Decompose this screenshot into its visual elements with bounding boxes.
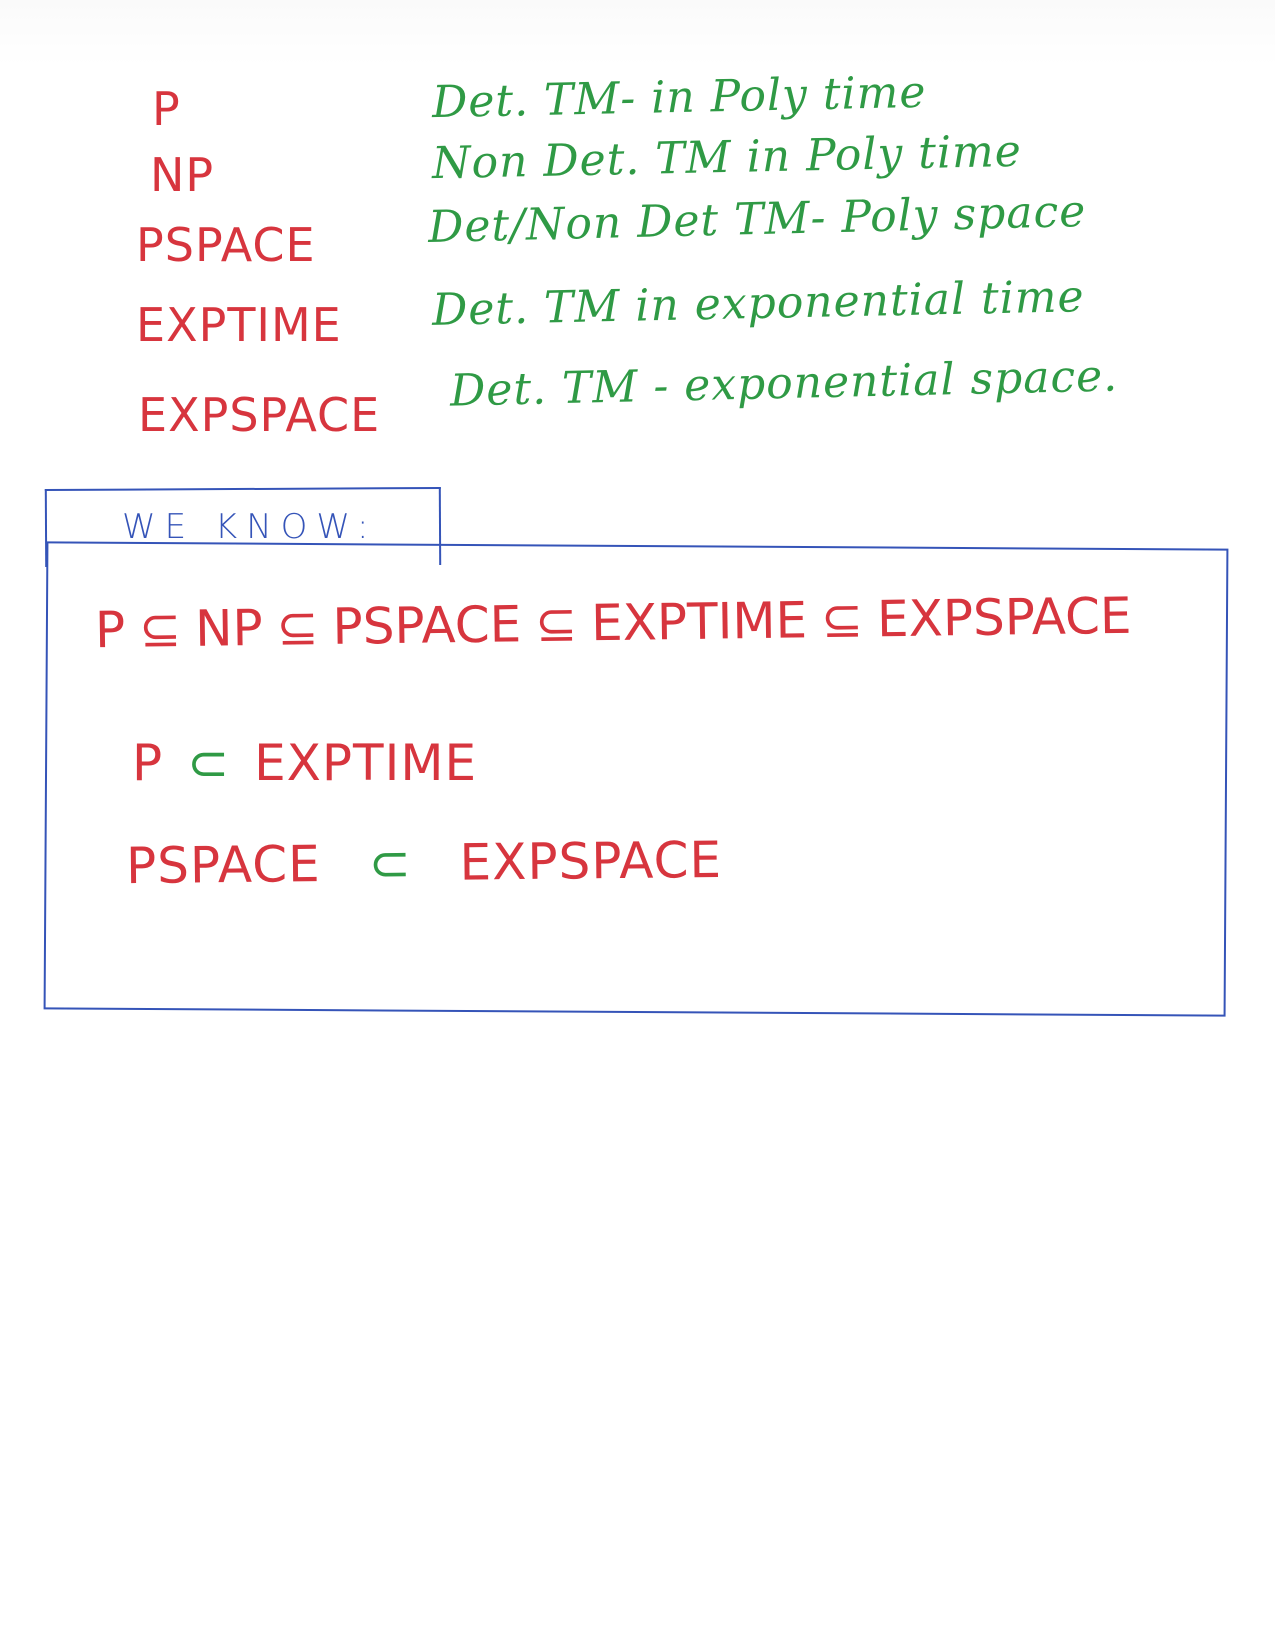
description-np: Non Det. TM in Poly time xyxy=(431,125,1023,190)
subset-symbol-2: ⊂ xyxy=(368,834,412,893)
description-p: Det. TM- in Poly time xyxy=(431,66,927,129)
subseteq-symbol-4: ⊆ xyxy=(820,590,864,650)
description-exptime: Det. TM in exponential time xyxy=(431,271,1085,336)
description-expspace: Det. TM - exponential space. xyxy=(449,350,1119,417)
strict1-right: EXPTIME xyxy=(254,734,478,792)
containment-chain: P⊆NP⊆PSPACE⊆EXPTIME⊆EXPSPACE xyxy=(95,587,1132,659)
chain-expspace: EXPSPACE xyxy=(876,586,1132,649)
class-expspace: EXPSPACE xyxy=(138,388,381,442)
description-pspace: Det/Non Det TM- Poly space xyxy=(427,185,1087,254)
subseteq-symbol-2: ⊆ xyxy=(276,598,319,657)
chain-np: NP xyxy=(194,598,264,658)
class-np: NP xyxy=(150,148,215,202)
subset-symbol-1: ⊂ xyxy=(187,734,231,792)
class-pspace: PSPACE xyxy=(136,218,316,272)
strict-containment-pspace-expspace: PSPACE ⊂ EXPSPACE xyxy=(126,831,723,895)
chain-pspace: PSPACE xyxy=(332,595,522,656)
class-p: P xyxy=(152,82,181,136)
strict2-right: EXPSPACE xyxy=(459,830,723,892)
subseteq-symbol-1: ⊆ xyxy=(138,600,182,659)
strict-containment-p-exptime: P⊂EXPTIME xyxy=(132,738,477,788)
we-know-label: WE KNOW: xyxy=(122,507,378,547)
class-exptime: EXPTIME xyxy=(136,298,342,352)
chain-exptime: EXPTIME xyxy=(590,591,808,653)
strict2-left: PSPACE xyxy=(125,835,321,896)
strict1-left: P xyxy=(132,734,164,792)
chain-p: P xyxy=(94,600,126,660)
subseteq-symbol-3: ⊆ xyxy=(534,594,578,654)
